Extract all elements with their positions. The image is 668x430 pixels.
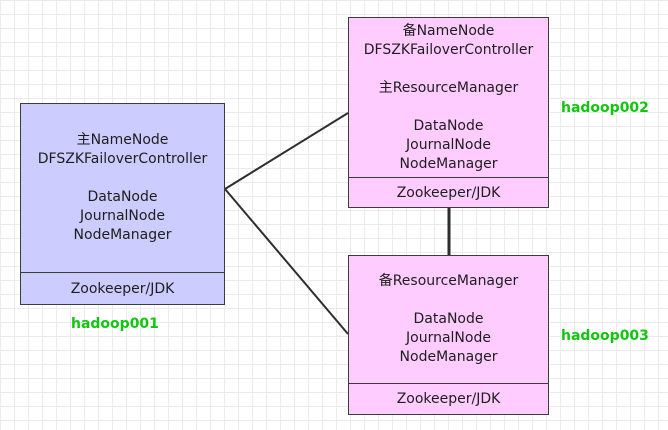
footer-zookeeper-jdk: Zookeeper/JDK xyxy=(349,383,548,414)
service-label: 主ResourceManager xyxy=(378,79,519,96)
hostname-label-hadoop003: hadoop003 xyxy=(561,328,649,344)
service-label: JournalNode xyxy=(80,208,165,224)
service-label: 备ResourceManager xyxy=(378,273,519,289)
service-label: 主NameNode xyxy=(76,132,169,148)
service-label: NodeManager xyxy=(73,227,172,243)
service-label: DataNode xyxy=(413,117,484,134)
link-hadoop001-hadoop002 xyxy=(224,112,349,190)
footer-zookeeper-jdk: Zookeeper/JDK xyxy=(21,272,224,304)
service-label: JournalNode xyxy=(406,136,491,153)
footer-zookeeper-jdk: Zookeeper/JDK xyxy=(349,177,548,207)
service-label: NodeManager xyxy=(399,155,498,172)
link-hadoop001-hadoop003 xyxy=(224,188,349,335)
hostname-label-hadoop001: hadoop001 xyxy=(71,316,159,332)
hostname-label-hadoop002: hadoop002 xyxy=(561,100,649,116)
service-label: 备NameNode xyxy=(402,22,495,39)
service-label: DataNode xyxy=(87,189,158,205)
service-label: DataNode xyxy=(413,311,484,327)
service-label: NodeManager xyxy=(399,349,498,365)
service-label: DFSZKFailoverController xyxy=(363,41,534,58)
service-label: DFSZKFailoverController xyxy=(37,151,208,167)
service-label: JournalNode xyxy=(406,330,491,346)
